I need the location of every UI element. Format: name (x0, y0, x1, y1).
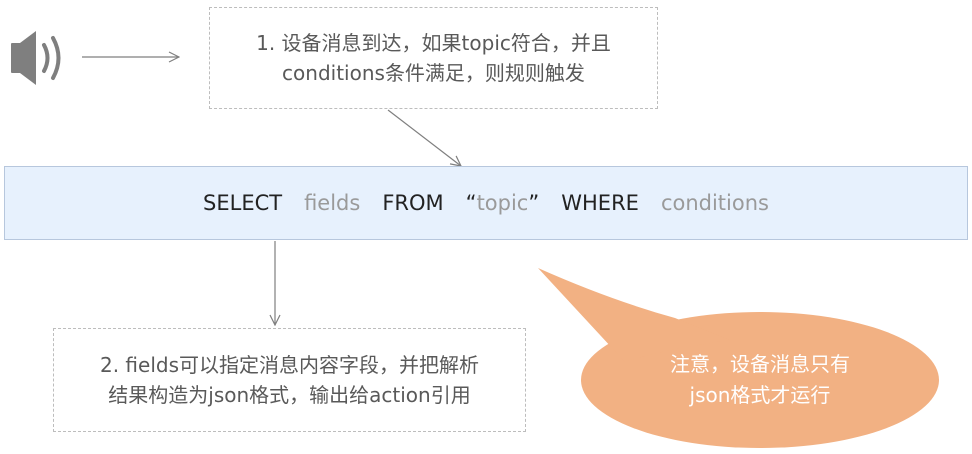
note-rule-trigger-line-1: 1. 设备消息到达，如果topic符合，并且 (256, 31, 611, 55)
note-rule-trigger: 1. 设备消息到达，如果topic符合，并且 conditions条件满足，则规… (209, 7, 658, 109)
sql-topic: topic (476, 191, 529, 215)
note-fields-json-line-2: 结果构造为json格式，输出给action引用 (108, 383, 471, 407)
sql-fields: fields (304, 191, 361, 215)
note-fields-json: 2. fields可以指定消息内容字段，并把解析 结果构造为json格式，输出给… (53, 328, 526, 432)
speaker-icon (11, 31, 61, 85)
arrow-note-to-sql (387, 109, 461, 166)
sql-keyword-where: WHERE (561, 191, 639, 215)
callout-line-2: json格式才运行 (689, 383, 831, 407)
callout-bubble (538, 268, 939, 448)
callout-text: 注意，设备消息只有 json格式才运行 (590, 345, 930, 415)
sql-keyword-from: FROM (382, 191, 444, 215)
sql-close-quote: ” (528, 191, 540, 215)
sql-statement-bar: SELECT fields FROM “ topic ” WHERE condi… (4, 166, 968, 240)
sql-open-quote: “ (465, 191, 477, 215)
sql-keyword-select: SELECT (203, 191, 283, 215)
note-fields-json-line-1: 2. fields可以指定消息内容字段，并把解析 (99, 353, 479, 377)
sql-conditions: conditions (660, 191, 769, 215)
note-rule-trigger-line-2: conditions条件满足，则规则触发 (282, 61, 585, 85)
callout-line-1: 注意，设备消息只有 (670, 352, 850, 376)
